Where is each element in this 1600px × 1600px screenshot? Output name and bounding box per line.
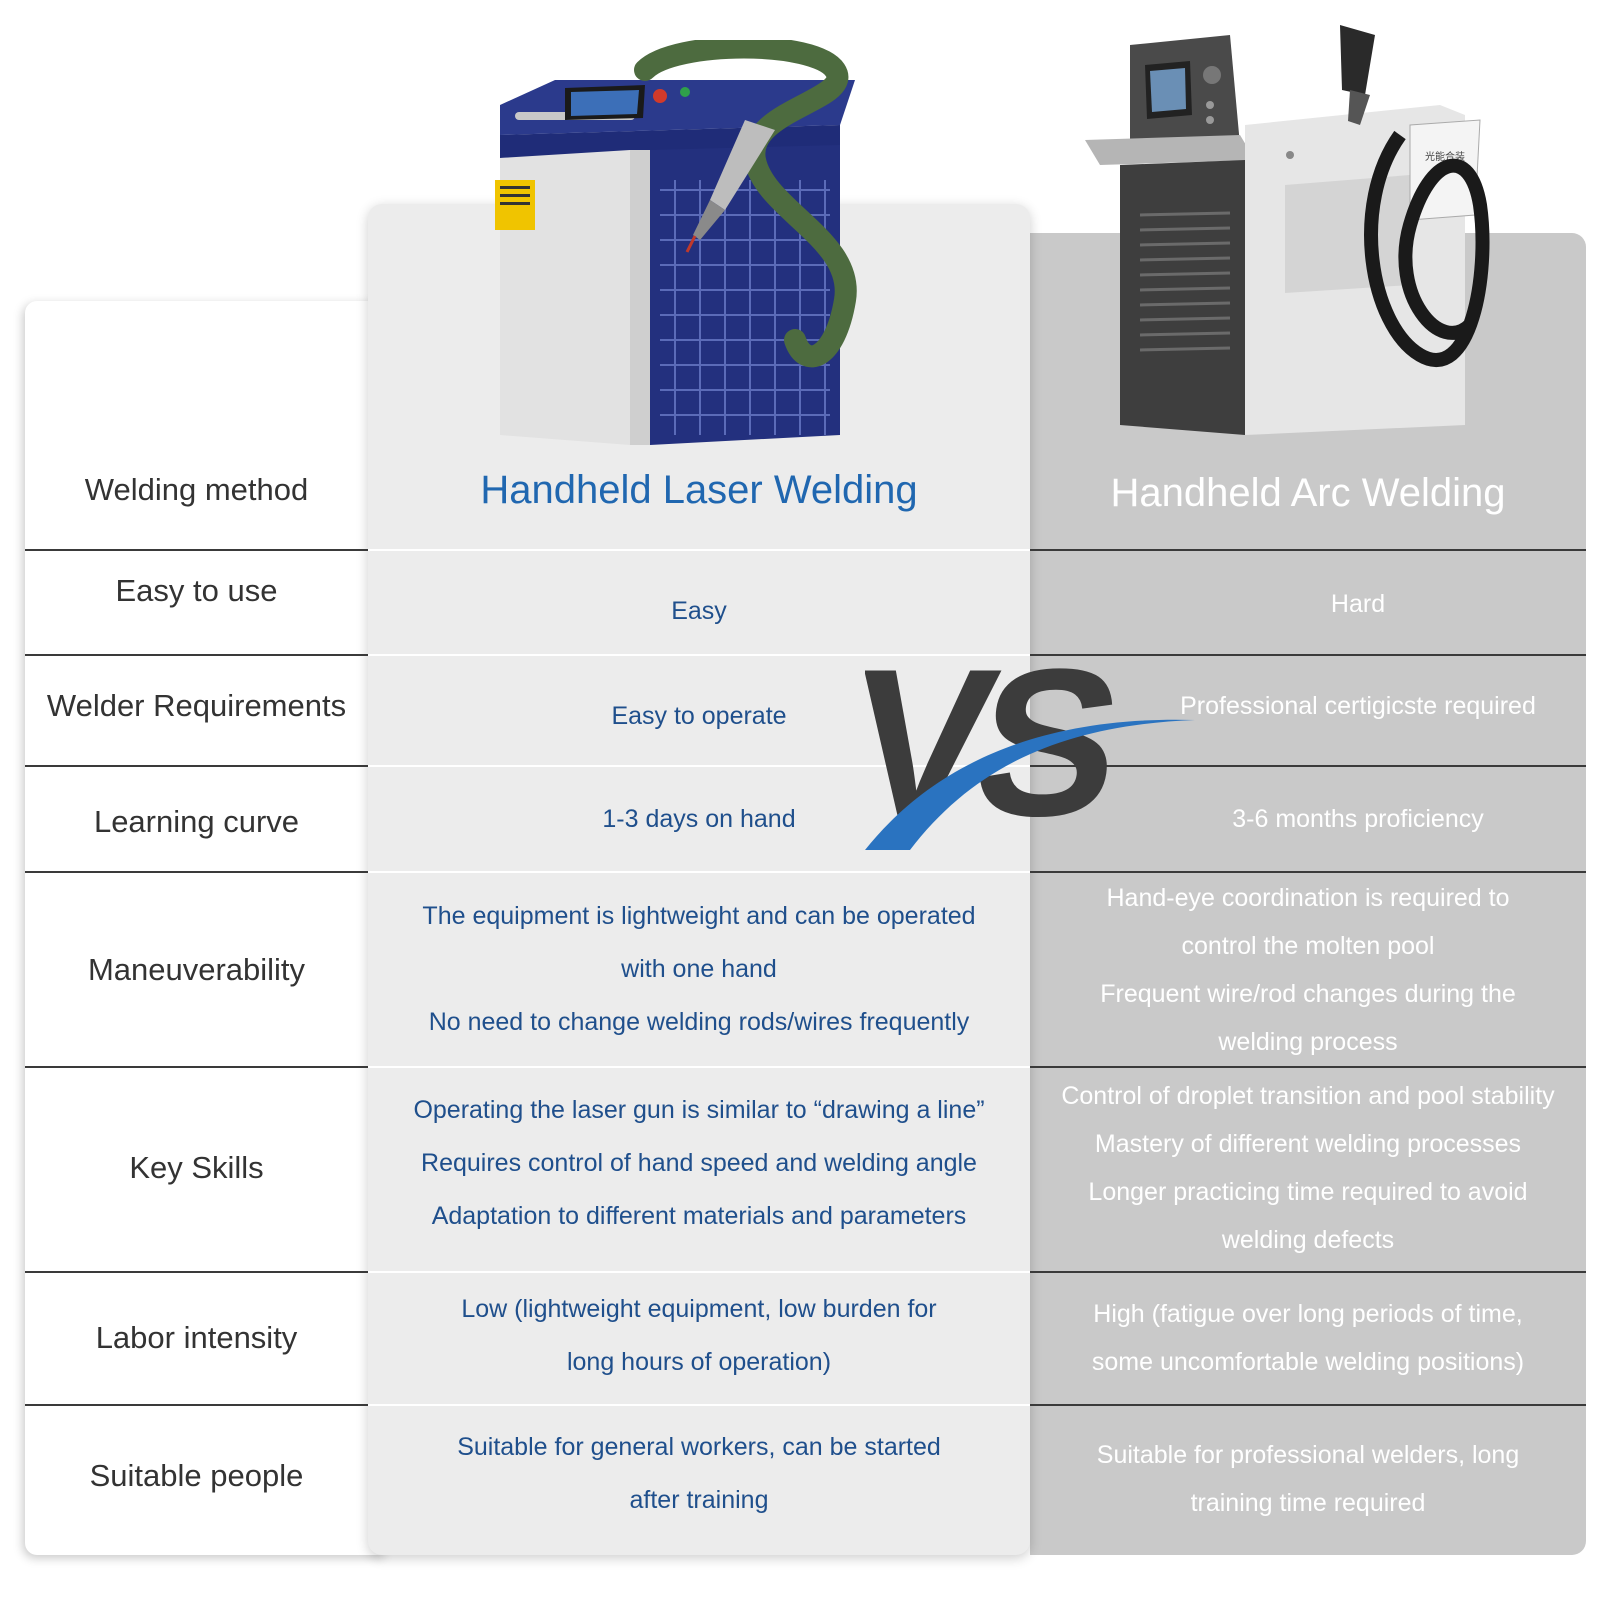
cell-line: Easy to operate xyxy=(611,701,787,730)
row-label-key-skills: Key Skills xyxy=(129,1150,264,1185)
row-divider xyxy=(25,654,368,656)
arc-cell-maneuverability: Hand-eye coordination is required to con… xyxy=(1030,873,1586,1066)
vs-graphic: VS xyxy=(865,655,1195,855)
row-label-welder-requirements: Welder Requirements xyxy=(46,688,347,723)
row-divider xyxy=(25,1271,368,1273)
cell-line: Requires control of hand speed and weldi… xyxy=(421,1148,977,1177)
cell-line: Hand-eye coordination is required to xyxy=(1106,883,1510,912)
arc-cell-key-skills: Control of droplet transition and pool s… xyxy=(1030,1068,1586,1268)
laser-cell-maneuverability: The equipment is lightweight and can be … xyxy=(368,873,1030,1066)
laser-column-title: Handheld Laser Welding xyxy=(480,467,918,512)
row-divider xyxy=(368,1066,1030,1068)
row-divider xyxy=(25,765,368,767)
arc-cell-easy-to-use: Hard xyxy=(1030,556,1586,652)
arc-cell-labor-intensity: High (fatigue over long periods of time,… xyxy=(1030,1273,1586,1403)
laser-cell-welder-requirements: Easy to operate xyxy=(368,666,1030,766)
row-label-suitable-people: Suitable people xyxy=(89,1458,304,1493)
arc-cell-suitable-people: Suitable for professional welders, long … xyxy=(1030,1406,1586,1551)
row-divider xyxy=(368,765,1030,767)
row-divider xyxy=(368,1404,1030,1406)
cell-line: Mastery of different welding processes xyxy=(1094,1130,1522,1158)
row-divider xyxy=(25,549,368,551)
row-divider xyxy=(1030,1404,1586,1406)
row-divider xyxy=(1030,765,1586,767)
cell-line: Easy xyxy=(671,596,727,625)
laser-welder-machine-image xyxy=(495,40,857,445)
cell-line: after training xyxy=(629,1485,769,1514)
row-divider xyxy=(25,1066,368,1068)
cell-line: Operating the laser gun is similar to “d… xyxy=(413,1095,985,1124)
cell-line: welding defects xyxy=(1221,1226,1395,1254)
row-label-labor-intensity: Labor intensity xyxy=(95,1320,298,1355)
laser-cell-suitable-people: Suitable for general workers, can be sta… xyxy=(368,1406,1030,1541)
cell-line: with one hand xyxy=(621,955,777,983)
cell-line: welding process xyxy=(1218,1027,1398,1056)
cell-line: Low (lightweight equipment, low burden f… xyxy=(461,1294,937,1323)
label-column-panel xyxy=(25,301,385,1555)
row-divider xyxy=(1030,549,1586,551)
cell-line: training time required xyxy=(1190,1488,1426,1517)
cell-line: The equipment is lightweight and can be … xyxy=(422,902,976,930)
cell-line: Control of droplet transition and pool s… xyxy=(1061,1082,1555,1110)
laser-cell-easy-to-use: Easy xyxy=(368,566,1030,656)
row-divider xyxy=(25,871,368,873)
row-label-easy-to-use: Easy to use xyxy=(115,573,278,608)
row-divider xyxy=(368,1271,1030,1273)
row-divider xyxy=(25,1404,368,1406)
cell-line: Adaptation to different materials and pa… xyxy=(431,1201,967,1230)
row-label-learning-curve: Learning curve xyxy=(93,804,300,839)
arc-welder-machine-image: 光能合装 xyxy=(1085,25,1490,435)
cell-line: Hard xyxy=(1330,590,1386,618)
vs-swoosh xyxy=(865,719,1195,850)
cell-line: Professional certigicste required xyxy=(1180,692,1536,720)
cell-line: Suitable for general workers, can be sta… xyxy=(457,1432,941,1461)
row-divider xyxy=(368,549,1030,551)
cell-line: 1-3 days on hand xyxy=(602,804,796,833)
row-divider xyxy=(368,654,1030,656)
laser-cell-labor-intensity: Low (lightweight equipment, low burden f… xyxy=(368,1273,1030,1398)
row-divider xyxy=(1030,1066,1586,1068)
row-divider xyxy=(368,871,1030,873)
cell-line: long hours of operation) xyxy=(566,1347,832,1376)
cell-line: Longer practicing time required to avoid xyxy=(1088,1178,1528,1206)
row-divider xyxy=(1030,871,1586,873)
laser-cell-key-skills: Operating the laser gun is similar to “d… xyxy=(368,1068,1030,1258)
arc-cell-welder-requirements: Professional certigicste required xyxy=(1030,656,1586,756)
laser-cell-learning-curve: 1-3 days on hand xyxy=(368,767,1030,871)
arc-column-panel xyxy=(1030,233,1586,1555)
row-label-maneuverability: Maneuverability xyxy=(87,951,306,987)
cell-line: Frequent wire/rod changes during the xyxy=(1100,979,1516,1008)
arc-cell-learning-curve: 3-6 months proficiency xyxy=(1030,767,1586,871)
cell-line: Suitable for professional welders, long xyxy=(1096,1440,1520,1469)
cell-line: High (fatigue over long periods of time, xyxy=(1093,1300,1523,1328)
cell-line: control the molten pool xyxy=(1181,931,1435,960)
cell-line: No need to change welding rods/wires fre… xyxy=(428,1008,970,1036)
row-divider xyxy=(1030,654,1586,656)
arc-column-title: Handheld Arc Welding xyxy=(1110,470,1506,515)
row-divider xyxy=(1030,1271,1586,1273)
cell-line: some uncomfortable welding positions) xyxy=(1091,1348,1525,1376)
cell-line: 3-6 months proficiency xyxy=(1232,805,1484,833)
row-label-welding-method: Welding method xyxy=(84,472,309,507)
